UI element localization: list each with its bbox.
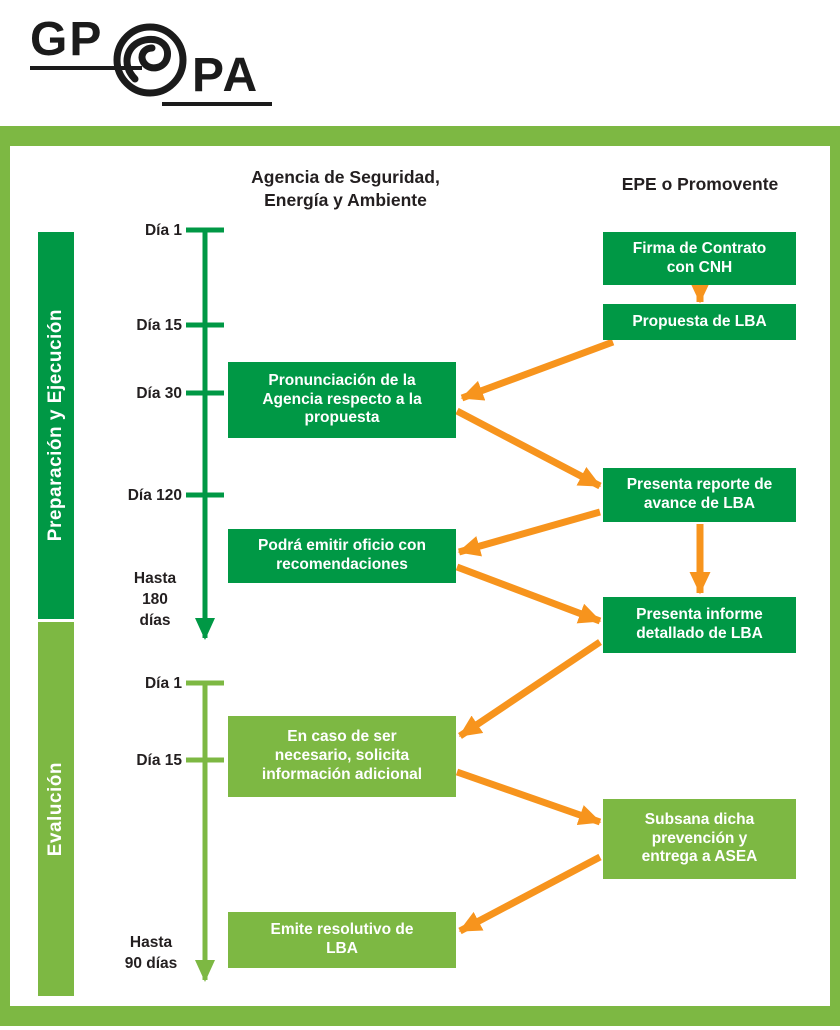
timeline-phase2 (186, 680, 224, 982)
timeline-label-p1-dia15: Día 15 (136, 317, 182, 334)
logo-text-pa: PA (192, 49, 260, 102)
logo-text-gp: GP (30, 13, 104, 66)
flow-box-subsana-prevencion: Subsana dicha prevención y entrega a ASE… (603, 799, 796, 879)
logo-swirl-icon (113, 23, 187, 97)
timeline-label-p1-dia120: Día 120 (127, 487, 182, 504)
promoter-column-header: EPE o Promovente (621, 174, 779, 194)
phase-bar-evaluation: Evalución (38, 622, 74, 996)
timeline-label-p1-dia1: Día 1 (144, 222, 182, 239)
flow-box-informe-detallado: Presenta informe detallado de LBA (603, 597, 796, 653)
timeline-phase1 (186, 227, 224, 640)
logo-underline-top (30, 66, 142, 70)
logo-underline-bottom (162, 102, 272, 106)
timeline-label-p2-dia15: Día 15 (136, 752, 182, 769)
phase-bar-preparation-label: Preparación y Ejecución (45, 309, 66, 542)
flow-box-propuesta-lba: Propuesta de LBA (603, 304, 796, 340)
flow-box-oficio-recomendaciones: Podrá emitir oficio con recomendaciones (228, 529, 456, 583)
flow-box-solicita-informacion: En caso de ser necesario, solicita infor… (228, 716, 456, 797)
flow-box-pronunciacion-agencia: Pronunciación de la Agencia respecto a l… (228, 362, 456, 438)
gppa-logo: GP PA (0, 0, 300, 126)
phase-bar-preparation: Preparación y Ejecución (38, 232, 74, 619)
phase-bar-evaluation-label: Evalución (45, 761, 66, 857)
timeline-label-p2-end: Hasta 90 días (124, 934, 178, 972)
timeline-label-p2-dia1: Día 1 (144, 675, 182, 692)
flow-box-firma-contrato: Firma de Contrato con CNH (603, 232, 796, 285)
flow-box-reporte-avance: Presenta reporte de avance de LBA (603, 468, 796, 522)
flow-arrows (455, 281, 711, 935)
flow-box-emite-resolutivo: Emite resolutivo de LBA (228, 912, 456, 968)
timeline-label-p1-dia30: Día 30 (136, 385, 182, 402)
agency-column-header: Agencia de Seguridad, Energía y Ambiente (251, 167, 440, 210)
timeline-label-p1-end: Hasta 180 días (133, 570, 177, 629)
